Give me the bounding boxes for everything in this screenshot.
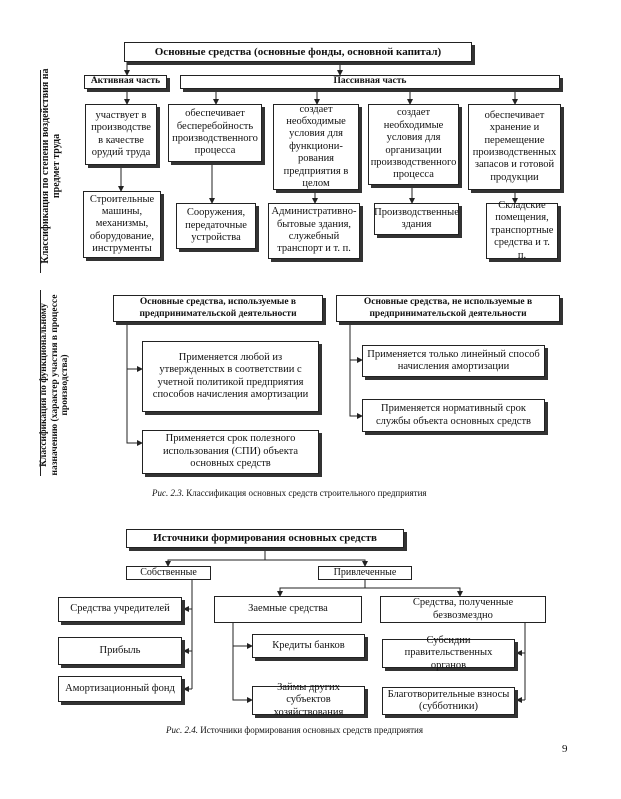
passive-2-example-box: Административно-бытовые здания, служебны… <box>268 203 360 259</box>
passive-3-description-box: создает необходимые условия для организа… <box>368 104 459 185</box>
active-part-box: Активная часть <box>84 75 167 89</box>
not-used-linear-box: Применяется только линейный способ начис… <box>362 345 545 377</box>
own-funds-box: Собственные <box>126 566 211 580</box>
active-description-box: участвует в производстве в качестве оруд… <box>85 104 157 165</box>
fixed-assets-title-box: Основные средства (основные фонды, основ… <box>124 42 472 62</box>
subsidies-box: Субсидии правительственных органов <box>382 635 515 671</box>
passive-4-example-box: Складские помещения, транспортные средст… <box>486 200 558 261</box>
borrowed-funds-box: Заемные средства <box>214 596 362 623</box>
attracted-funds-box: Привлеченные <box>318 566 412 580</box>
passive-2-description-box: создает необходимые условия для функцион… <box>273 104 359 190</box>
other-loans-box: Займы других субъектов хозяйствования <box>252 682 365 718</box>
passive-1-description-box: обеспечивает бесперебойность производств… <box>168 104 262 162</box>
charity-box: Благотворительные взносы (субботники) <box>382 687 515 715</box>
passive-1-example-box: Сооружения, передаточные устройства <box>176 203 256 249</box>
bank-loans-box: Кредиты банков <box>252 634 365 658</box>
active-example-box: Строительные машины, механизмы, оборудов… <box>83 191 161 258</box>
not-used-normative-box: Применяется нормативный срок службы объе… <box>362 399 545 432</box>
figure-caption-2-3: Рис. 2.3. Классификация основных средств… <box>152 488 427 498</box>
figure-caption-2-4: Рис. 2.4. Источники формирования основны… <box>166 725 423 735</box>
function-classification-frame <box>40 290 43 476</box>
founders-funds-box: Средства учредителей <box>58 597 182 622</box>
depreciation-fund-box: Амортизационный фонд <box>58 676 182 702</box>
profit-box: Прибыль <box>58 637 182 665</box>
used-useful-life-box: Применяется срок полезного использования… <box>142 430 319 474</box>
used-amortization-box: Применяется любой из утвержденных в соот… <box>142 341 319 412</box>
passive-3-example-box: Производственные здания <box>374 203 459 235</box>
page-number: 9 <box>562 743 568 755</box>
passive-4-description-box: обеспечивает хранение и перемещение прои… <box>468 104 561 190</box>
impact-classification-frame <box>40 70 571 273</box>
passive-part-box: Пассивная часть <box>180 75 560 89</box>
classification-label-function: Классификация по функциональному назначе… <box>38 294 71 476</box>
free-funds-box: Средства, полученные безвозмездно <box>380 596 546 623</box>
used-assets-box: Основные средства, используемые в предпр… <box>113 295 323 322</box>
sources-title-box: Источники формирования основных средств <box>126 529 404 548</box>
not-used-assets-box: Основные средства, не используемые в пре… <box>336 295 560 322</box>
